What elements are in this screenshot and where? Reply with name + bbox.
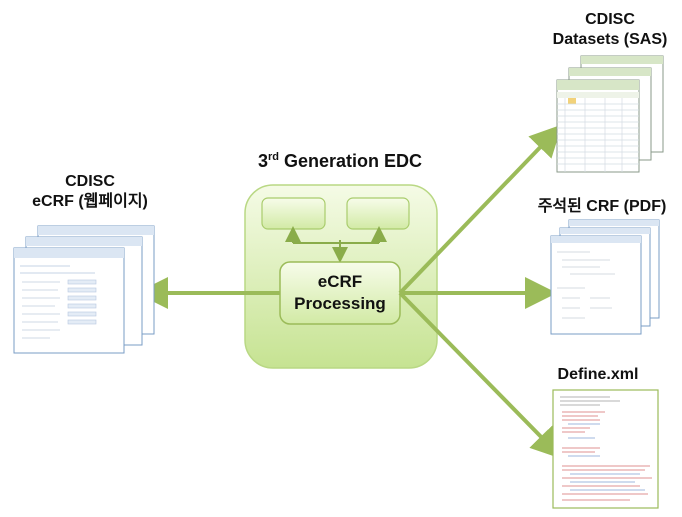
ecrf-label-line1: CDISC (65, 173, 115, 190)
edc-title-rest: Generation EDC (278, 151, 423, 171)
define-xml-document (552, 389, 659, 509)
edc-title-superscript: rd (267, 151, 279, 163)
define-xml-label: Define.xml (557, 366, 639, 383)
annotated-crf-label: 주석된 CRF (PDF) (537, 198, 667, 215)
module-box-left (261, 197, 326, 230)
sas-datasets-stack (556, 55, 664, 173)
processing-line2: Processing (294, 294, 386, 313)
datasets-label-line1: CDISC (585, 11, 635, 28)
datasets-label-line2: Datasets (SAS) (552, 31, 668, 48)
flow-arrows (136, 124, 564, 460)
edc-title-prefix: 3 (257, 151, 268, 171)
internal-connectors (285, 226, 387, 263)
ecrf-webpage-stack (13, 225, 155, 354)
annotated-crf-stack (550, 219, 660, 335)
datasets-label: CDISC Datasets (SAS) (520, 10, 682, 50)
module-box-right (346, 197, 410, 230)
processing-line1: eCRF (318, 272, 362, 291)
arrow-to-datasets (398, 124, 563, 295)
arrow-to-define-xml (398, 291, 564, 460)
ecrf-label-line2: eCRF (웹페이지) (32, 193, 148, 210)
ecrf-label: CDISC eCRF (웹페이지) (10, 172, 170, 212)
edc-title: 3rd Generation EDC (225, 146, 455, 172)
